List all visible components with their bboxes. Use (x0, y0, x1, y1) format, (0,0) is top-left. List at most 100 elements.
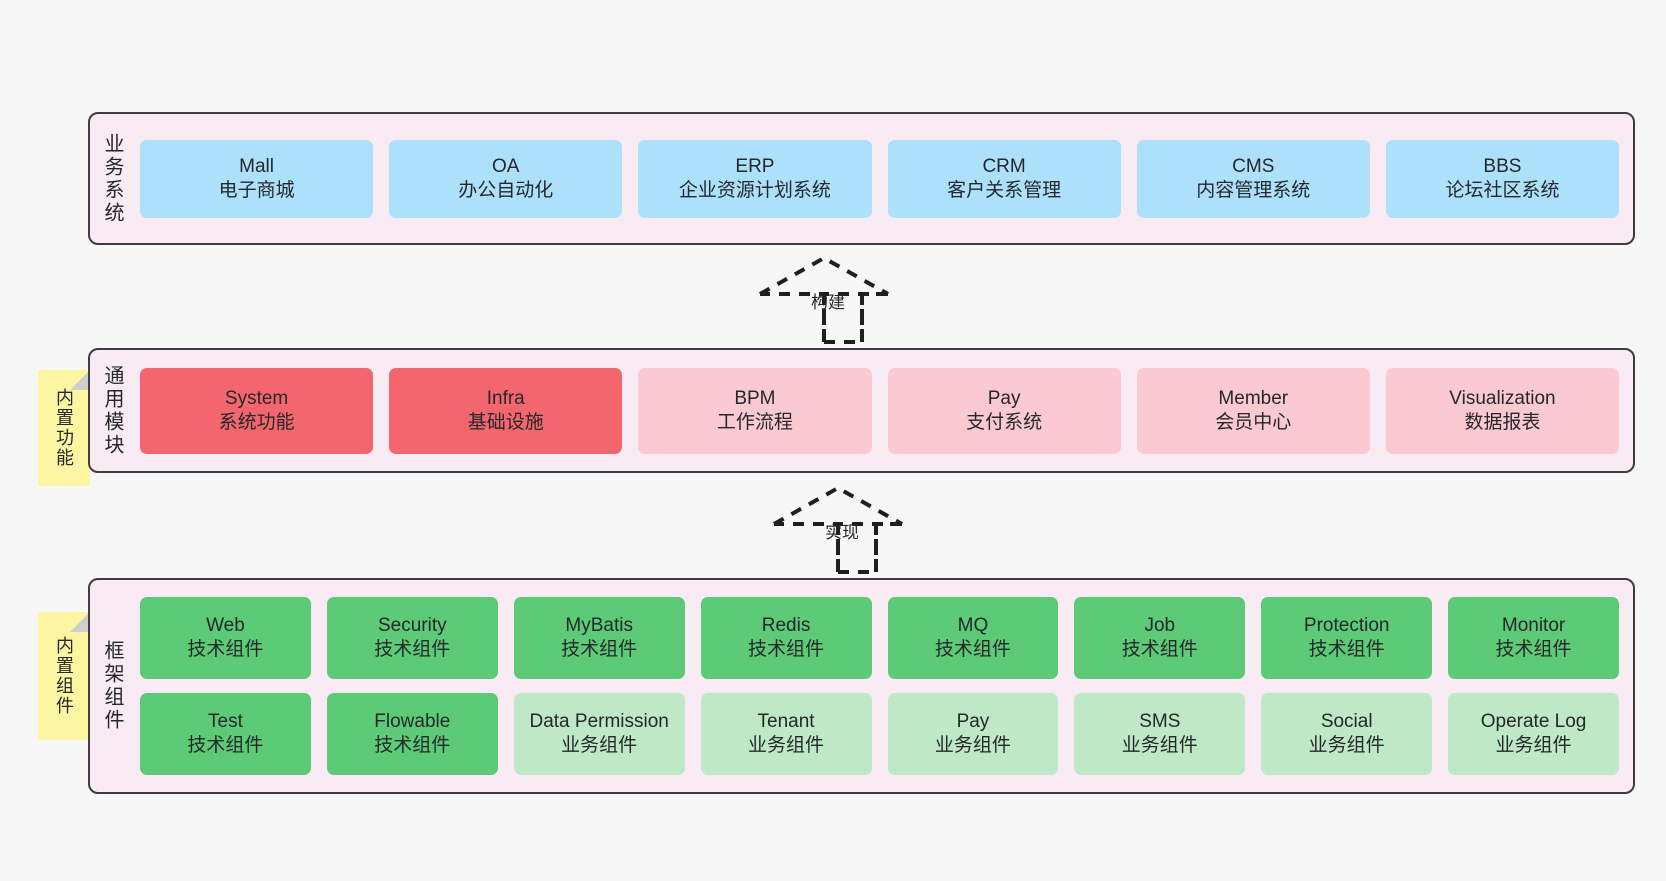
modules-row: System 系统功能 Infra 基础设施 BPM 工作流程 Pay 支付系统… (140, 367, 1620, 454)
connector-build-arrow (759, 255, 889, 344)
node-erp-cn: 企业资源计划系统 (678, 179, 831, 201)
node-sms[interactable]: SMS 业务组件 (1074, 693, 1246, 775)
node-tenant-en: Tenant (757, 711, 815, 733)
node-bbs-cn: 论坛社区系统 (1445, 179, 1560, 201)
layer-title-framework-components: 框架组件 (101, 640, 123, 732)
layer-common-modules[interactable]: 通用模块 System 系统功能 Infra 基础设施 BPM 工作流程 Pay… (88, 348, 1635, 473)
node-protection[interactable]: Protection 技术组件 (1261, 597, 1433, 679)
node-social-en: Social (1320, 711, 1373, 733)
node-oa-cn: 办公自动化 (458, 179, 554, 201)
node-redis[interactable]: Redis 技术组件 (700, 597, 872, 679)
node-crm-cn: 客户关系管理 (947, 179, 1062, 201)
connector-build-arrowhead (759, 255, 889, 296)
node-job-en: Job (1144, 615, 1176, 637)
node-tenant[interactable]: Tenant 业务组件 (700, 693, 872, 775)
node-bpm-cn: 工作流程 (716, 411, 793, 433)
node-system[interactable]: System 系统功能 (140, 367, 374, 454)
node-tenant-cn: 业务组件 (748, 735, 825, 756)
node-bpm-en: BPM (734, 387, 776, 409)
node-web-cn: 技术组件 (187, 639, 264, 660)
node-mall-en: Mall (239, 155, 274, 177)
framework-row-1: Web 技术组件 Security 技术组件 MyBatis 技术组件 Redi… (140, 597, 1619, 679)
node-crm-en: CRM (982, 155, 1026, 177)
node-flowable-cn: 技术组件 (374, 735, 451, 756)
node-job[interactable]: Job 技术组件 (1074, 597, 1246, 679)
node-mybatis-cn: 技术组件 (561, 639, 638, 660)
node-job-cn: 技术组件 (1121, 639, 1198, 660)
node-cms[interactable]: CMS 内容管理系统 (1136, 139, 1370, 218)
node-crm[interactable]: CRM 客户关系管理 (887, 139, 1121, 218)
node-protection-en: Protection (1303, 615, 1390, 637)
layer-title-common-modules: 通用模块 (101, 364, 123, 457)
node-bbs-en: BBS (1483, 155, 1522, 177)
node-test[interactable]: Test 技术组件 (140, 693, 311, 775)
node-visualization[interactable]: Visualization 数据报表 (1385, 367, 1620, 454)
node-mq-en: MQ (957, 615, 989, 637)
node-visualization-en: Visualization (1449, 387, 1556, 409)
node-pay-module-cn: 支付系统 (966, 411, 1043, 433)
node-flowable-en: Flowable (374, 711, 451, 733)
node-system-cn: 系统功能 (218, 411, 295, 433)
node-pay-module-en: Pay (987, 387, 1021, 409)
node-mall[interactable]: Mall 电子商城 (140, 139, 374, 218)
node-infra[interactable]: Infra 基础设施 (389, 367, 623, 454)
node-flowable[interactable]: Flowable 技术组件 (326, 693, 498, 775)
node-mybatis[interactable]: MyBatis 技术组件 (513, 597, 685, 679)
node-member[interactable]: Member 会员中心 (1136, 367, 1370, 454)
node-mq-cn: 技术组件 (934, 639, 1011, 660)
connector-implement-shaft (836, 524, 878, 574)
business-row: Mall 电子商城 OA 办公自动化 ERP 企业资源计划系统 CRM 客户关系… (140, 139, 1620, 218)
node-web[interactable]: Web 技术组件 (140, 597, 311, 679)
node-web-en: Web (206, 615, 245, 637)
node-monitor[interactable]: Monitor 技术组件 (1448, 597, 1619, 679)
note-builtin-functions-text: 内置功能 (54, 388, 74, 468)
node-sms-en: SMS (1139, 711, 1181, 733)
node-cms-en: CMS (1232, 155, 1275, 177)
node-data-permission[interactable]: Data Permission 业务组件 (513, 693, 685, 775)
node-mq[interactable]: MQ 技术组件 (887, 597, 1059, 679)
node-social[interactable]: Social 业务组件 (1261, 693, 1433, 775)
layer-business-systems[interactable]: 业务系统 Mall 电子商城 OA 办公自动化 ERP 企业资源计划系统 CRM… (88, 112, 1635, 245)
connector-build-label: 构建 (811, 293, 845, 312)
layer-framework-components[interactable]: 框架组件 Web 技术组件 Security 技术组件 MyBatis 技术组件… (88, 578, 1635, 794)
node-erp-en: ERP (735, 155, 775, 177)
node-data-permission-en: Data Permission (529, 711, 669, 733)
node-data-permission-cn: 业务组件 (561, 735, 638, 756)
node-security-cn: 技术组件 (374, 639, 451, 660)
node-erp[interactable]: ERP 企业资源计划系统 (638, 139, 872, 218)
node-bbs[interactable]: BBS 论坛社区系统 (1385, 139, 1620, 218)
note-builtin-components-text: 内置组件 (54, 636, 74, 716)
node-pay-module[interactable]: Pay 支付系统 (887, 367, 1121, 454)
node-redis-en: Redis (761, 615, 811, 637)
node-operate-log-en: Operate Log (1480, 711, 1587, 733)
layer-body-business-systems: Mall 电子商城 OA 办公自动化 ERP 企业资源计划系统 CRM 客户关系… (134, 114, 1633, 243)
node-operate-log[interactable]: Operate Log 业务组件 (1448, 693, 1619, 775)
node-operate-log-cn: 业务组件 (1495, 735, 1572, 756)
node-security-en: Security (377, 615, 447, 637)
node-pay-component[interactable]: Pay 业务组件 (887, 693, 1059, 775)
node-system-en: System (224, 387, 289, 409)
connector-build-shaft (822, 294, 864, 344)
node-security[interactable]: Security 技术组件 (326, 597, 498, 679)
node-protection-cn: 技术组件 (1308, 639, 1385, 660)
note-builtin-functions: 内置功能 (38, 370, 90, 486)
layer-body-framework-components: Web 技术组件 Security 技术组件 MyBatis 技术组件 Redi… (134, 580, 1633, 792)
node-member-cn: 会员中心 (1215, 411, 1292, 433)
connector-implement-label: 实现 (825, 523, 859, 542)
node-social-cn: 业务组件 (1308, 735, 1385, 756)
connector-implement-arrowhead (773, 485, 903, 526)
node-test-cn: 技术组件 (187, 735, 264, 756)
node-sms-cn: 业务组件 (1121, 735, 1198, 756)
node-mybatis-en: MyBatis (565, 615, 633, 637)
node-visualization-cn: 数据报表 (1464, 411, 1541, 433)
note-builtin-components: 内置组件 (38, 612, 90, 740)
node-redis-cn: 技术组件 (748, 639, 825, 660)
node-infra-en: Infra (486, 387, 525, 409)
node-pay-component-en: Pay (956, 711, 990, 733)
layer-body-common-modules: System 系统功能 Infra 基础设施 BPM 工作流程 Pay 支付系统… (134, 350, 1633, 471)
node-bpm[interactable]: BPM 工作流程 (638, 367, 872, 454)
node-monitor-en: Monitor (1501, 615, 1566, 637)
node-oa[interactable]: OA 办公自动化 (389, 139, 623, 218)
connector-build-body-right (860, 292, 888, 340)
